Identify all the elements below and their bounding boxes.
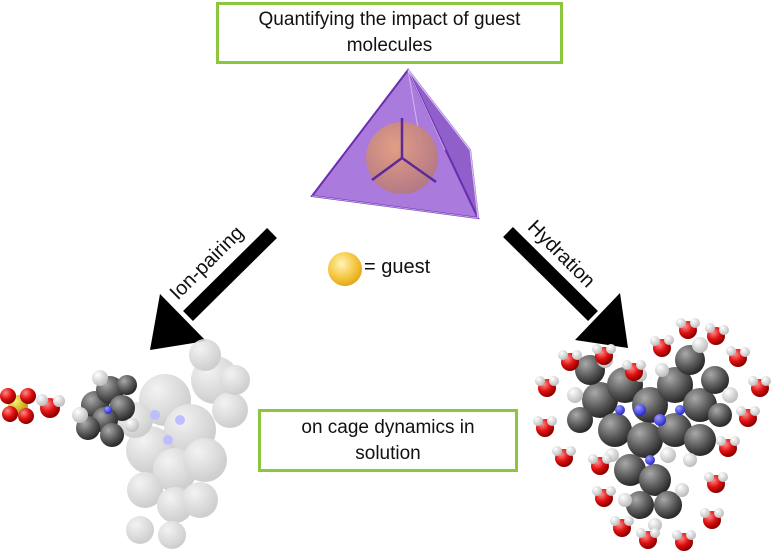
hydrated-cage-model — [533, 318, 771, 551]
subtitle-box: on cage dynamics in solution — [258, 409, 518, 472]
water-molecule — [36, 394, 65, 418]
ion-paired-cage-model — [0, 339, 250, 549]
tetrahedral-cage — [312, 70, 478, 218]
sulfate-ion — [0, 388, 36, 424]
guest-legend-label: = guest — [364, 256, 430, 279]
subtitle-text: on cage dynamics in solution — [271, 415, 505, 467]
title-text: Quantifying the impact of guest molecule… — [229, 7, 550, 59]
guest-legend-sphere — [328, 252, 362, 286]
title-box: Quantifying the impact of guest molecule… — [216, 2, 563, 64]
